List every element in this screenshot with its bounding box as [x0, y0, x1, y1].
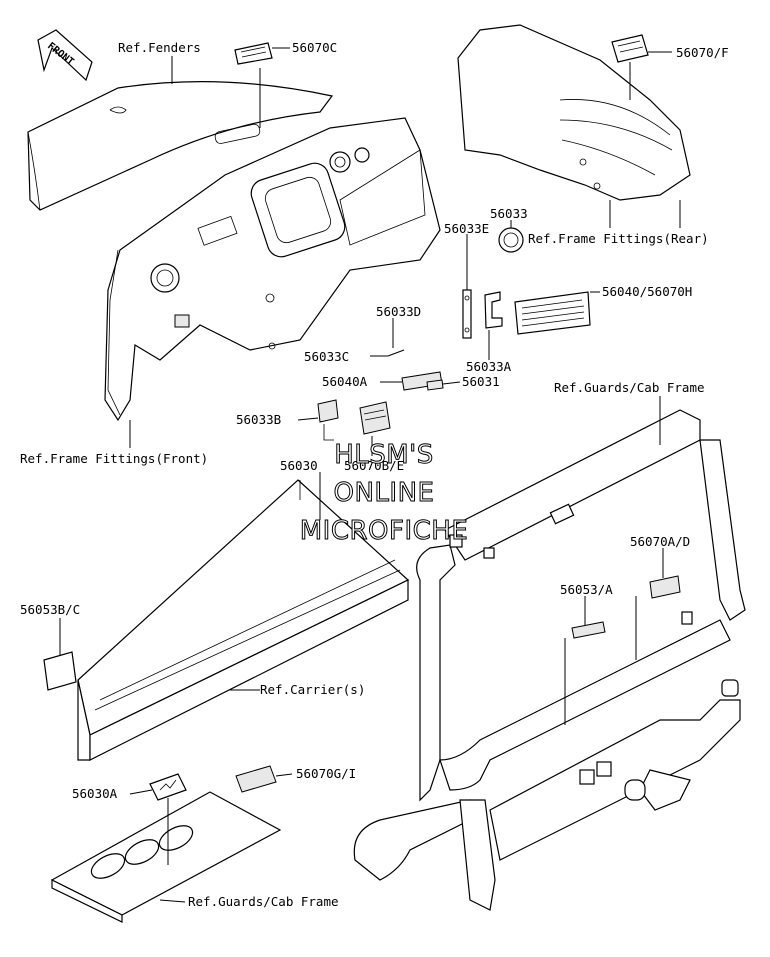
label-56070gi: 56070G/I: [296, 766, 356, 781]
sticker-56070ad: [649, 575, 681, 599]
sticker-56040-56070h: [514, 291, 591, 335]
label-ref-frame-rear: Ref.Frame Fittings(Rear): [528, 231, 709, 246]
label-ref-frame-front: Ref.Frame Fittings(Front): [20, 451, 208, 466]
cab-frame-guard: [353, 409, 746, 911]
label-56040-56070h: 56040/56070H: [602, 284, 692, 299]
label-56033e: 56033E: [444, 221, 489, 236]
label-ref-guards-top: Ref.Guards/Cab Frame: [554, 380, 705, 395]
sticker-56070c: [234, 42, 273, 65]
sticker-56031: [426, 379, 444, 391]
label-56040a: 56040A: [322, 374, 368, 389]
carrier-box: [77, 479, 410, 761]
bracket-56033a: [484, 291, 503, 329]
sticker-56053bc: [43, 651, 77, 691]
label-56033c: 56033C: [304, 349, 349, 364]
label-56033a: 56033A: [466, 359, 512, 374]
front-arrow-icon: FRONT: [37, 29, 93, 82]
label-56070c: 56070C: [292, 40, 337, 55]
watermark-line-3: MICROFICHE: [300, 516, 469, 546]
sticker-56070gi: [235, 765, 277, 793]
watermark-line-2: ONLINE: [334, 478, 435, 508]
label-56070f: 56070/F: [676, 45, 729, 60]
label-56033d: 56033D: [376, 304, 421, 319]
label-56070ad: 56070A/D: [630, 534, 690, 549]
label-56030: 56030: [280, 458, 318, 473]
strip-56033c: [387, 349, 405, 357]
sticker-56070f: [611, 34, 649, 63]
sticker-56070be: [359, 401, 391, 435]
bracket-56033b: [317, 399, 339, 441]
sticker-56053a: [571, 621, 606, 639]
label-ref-fenders: Ref.Fenders: [118, 40, 201, 55]
callout-labels: Ref.Fenders 56070C 56070/F 56033 Ref.Fra…: [20, 40, 729, 909]
floor-guard-plate: [50, 791, 282, 923]
sticker-56030a: [149, 773, 187, 801]
leader-lines: [59, 47, 681, 903]
label-56031: 56031: [462, 374, 500, 389]
label-56053bc: 56053B/C: [20, 602, 80, 617]
fender-panel: [27, 81, 334, 211]
dashboard-panel: [104, 117, 441, 422]
label-56033b: 56033B: [236, 412, 281, 427]
rear-side-panel: [457, 24, 691, 201]
label-56053a: 56053/A: [560, 582, 613, 597]
clamp-56033: [498, 227, 524, 253]
label-ref-guards-bottom: Ref.Guards/Cab Frame: [188, 894, 339, 909]
label-56033: 56033: [490, 206, 528, 221]
bracket-56033e: [462, 289, 472, 339]
watermark-line-1: HLSM'S: [334, 440, 434, 470]
label-56030a: 56030A: [72, 786, 118, 801]
label-56070be: 56070B/E: [344, 458, 404, 473]
label-ref-carrier: Ref.Carrier(s): [260, 682, 365, 697]
watermark: HLSM'S ONLINE MICROFICHE: [299, 440, 469, 547]
